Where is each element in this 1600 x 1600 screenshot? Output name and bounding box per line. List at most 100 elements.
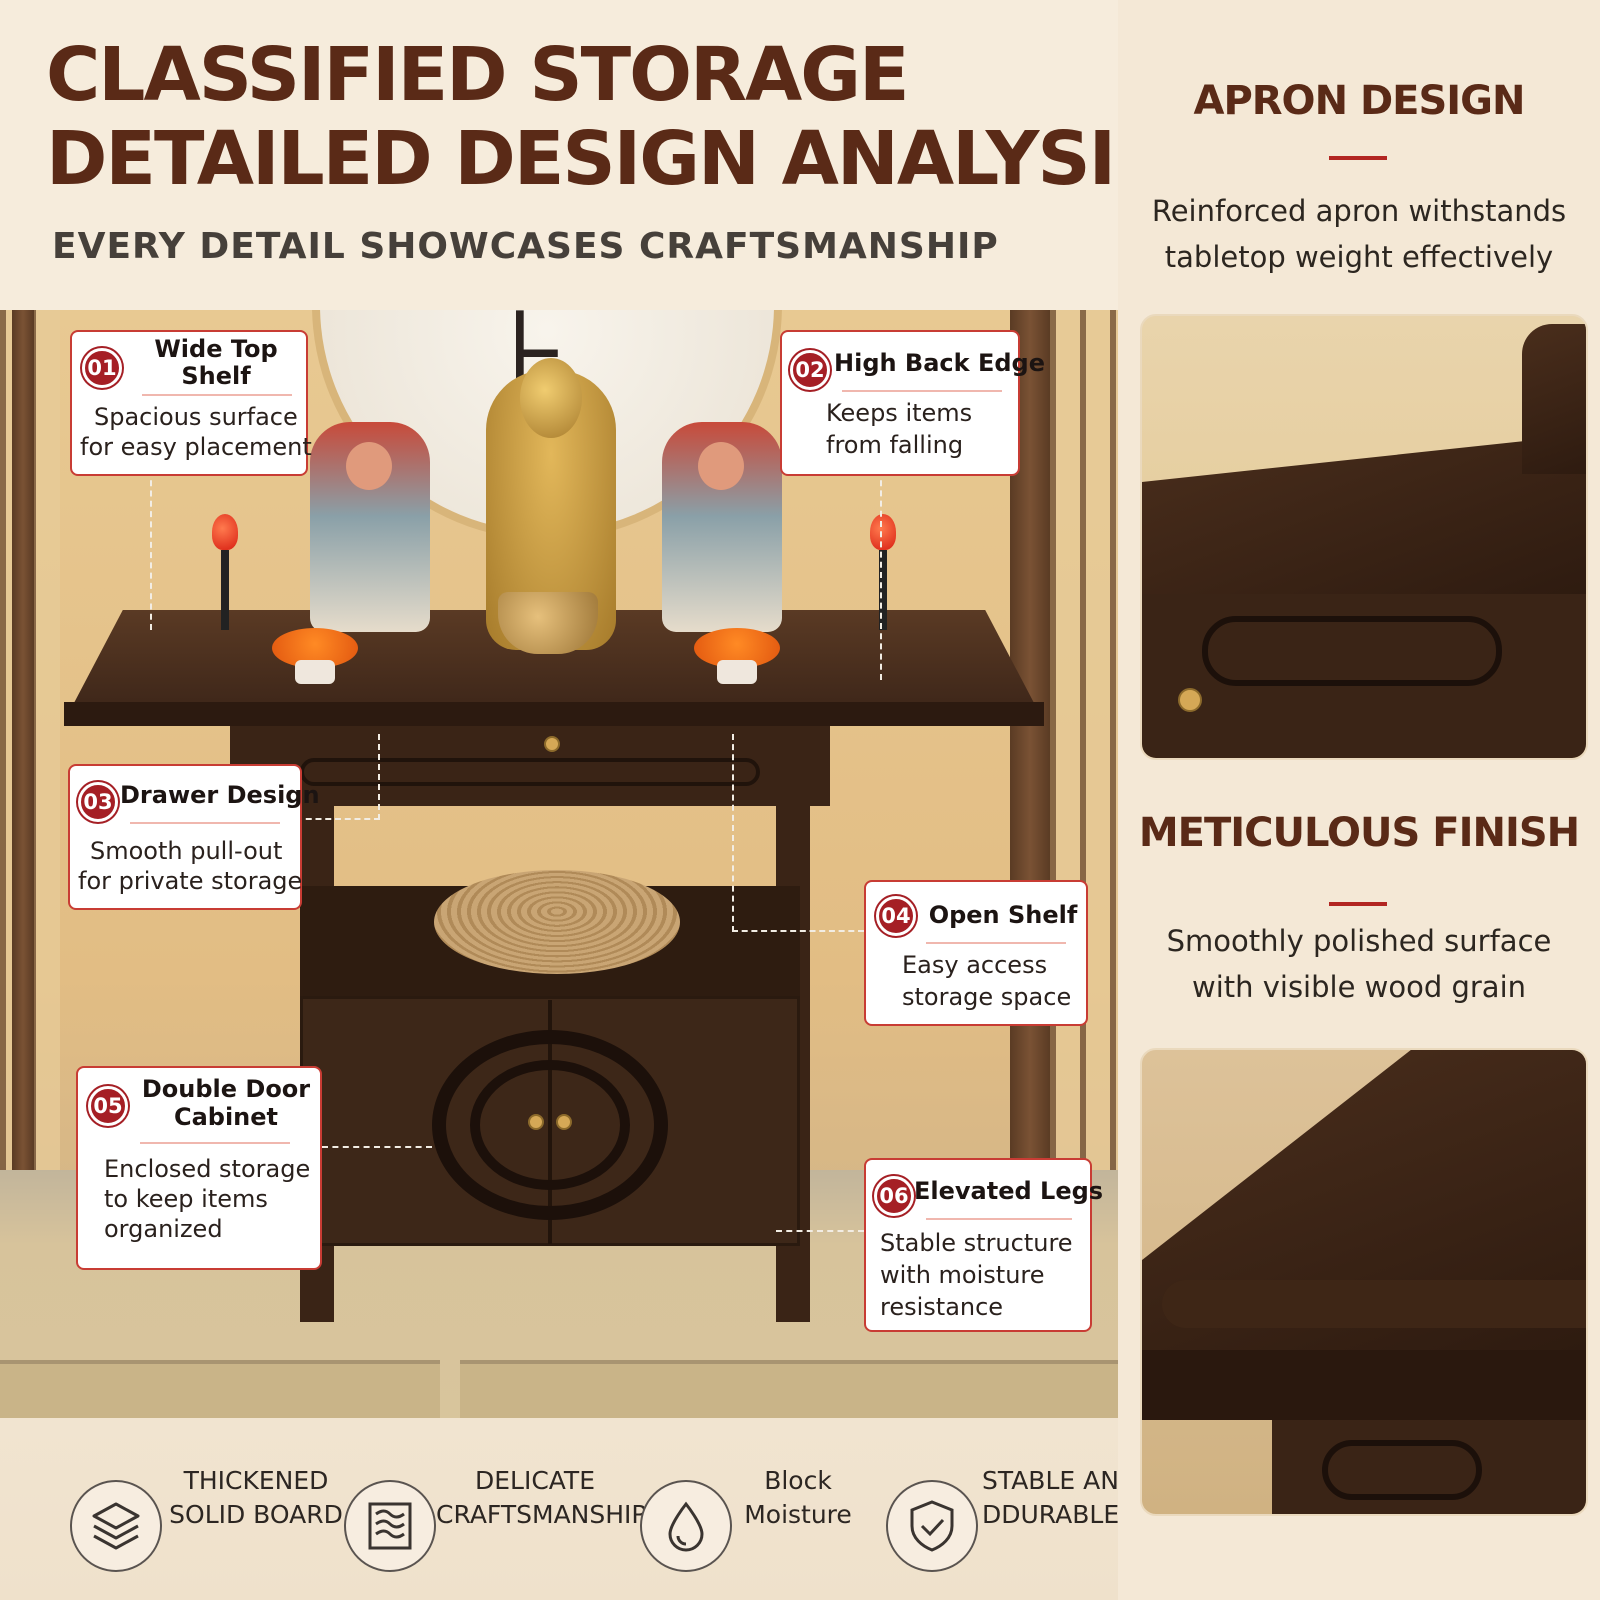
callout-title-line1: Wide Top xyxy=(154,335,278,363)
callout-wide-top-shelf: 01 Wide Top Shelf Spacious surface for e… xyxy=(70,330,312,476)
left-pillar xyxy=(12,310,34,1190)
candle-stand-right xyxy=(879,550,887,630)
leader-line-02 xyxy=(880,470,882,680)
section-rule xyxy=(1329,156,1387,160)
raised-edge xyxy=(1162,1280,1586,1328)
section-title-apron: APRON DESIGN xyxy=(1193,78,1525,124)
right-panel: APRON DESIGN Reinforced apron withstands… xyxy=(1118,0,1600,1600)
candle-left xyxy=(212,514,238,550)
water-drop-icon xyxy=(668,1501,704,1552)
callout-desc-line1: Enclosed storage xyxy=(104,1155,311,1183)
callout-divider xyxy=(130,822,280,824)
callout-number-badge: 01 xyxy=(82,348,122,388)
callout-desc-line2: for easy placement xyxy=(80,433,312,461)
section-desc-line2: with visible wood grain xyxy=(1191,970,1527,1004)
feature-label-line1: DELICATE xyxy=(474,1466,596,1495)
leader-line-03 xyxy=(296,818,380,820)
feature-icon-wrap xyxy=(640,1480,732,1572)
callout-title: Drawer Design xyxy=(120,781,320,809)
callout-title: Elevated Legs xyxy=(914,1177,1104,1205)
fruit-plate-stand-right xyxy=(717,660,757,684)
candle-right xyxy=(870,514,896,550)
features-bar: THICKENED SOLID BOARD DELICATE CRAFTSMAN… xyxy=(0,1418,1120,1600)
feature-label-line1: THICKENED xyxy=(183,1466,329,1495)
callout-double-door-cabinet: 05 Double Door Cabinet Enclosed storage … xyxy=(76,1066,322,1270)
layers-icon xyxy=(92,1502,140,1550)
header: CLASSIFIED STORAGE DETAILED DESIGN ANALY… xyxy=(0,0,1167,310)
callout-number-badge: 03 xyxy=(78,782,118,822)
leader-line-04 xyxy=(732,930,864,932)
callout-title: High Back Edge xyxy=(834,349,1045,377)
callout-desc-line2: to keep items xyxy=(104,1185,268,1213)
feature-label-line1: STABLE AN xyxy=(982,1466,1119,1495)
leader-line-01 xyxy=(150,470,152,630)
callout-title-line1: Double Door xyxy=(141,1075,311,1103)
top-edge xyxy=(1142,1350,1586,1420)
callout-desc-line3: organized xyxy=(104,1215,223,1243)
section-desc-line1: Smoothly polished surface xyxy=(1166,924,1552,958)
callout-title: Open Shelf xyxy=(928,901,1078,929)
section-desc-line1: Reinforced apron withstands xyxy=(1151,194,1567,228)
callout-number-badge: 02 xyxy=(790,350,830,390)
callout-desc-line1: Spacious surface xyxy=(94,403,298,431)
apron-detail-image xyxy=(1140,314,1588,760)
callout-elevated-legs: 06 Elevated Legs Stable structure with m… xyxy=(864,1158,1104,1332)
callout-open-shelf: 04 Open Shelf Easy access storage space xyxy=(864,880,1088,1026)
callout-divider xyxy=(926,1218,1072,1220)
callout-desc-line1: Stable structure xyxy=(880,1229,1073,1257)
candle-stand-left xyxy=(221,550,229,630)
page-title-line2: DETAILED DESIGN ANALYSIS xyxy=(46,116,1167,202)
page-subtitle: EVERY DETAIL SHOWCASES CRAFTSMANSHIP xyxy=(52,226,999,267)
section-title-finish: METICULOUS FINISH xyxy=(1138,810,1580,856)
feature-icon-wrap xyxy=(344,1480,436,1572)
straw-cushion xyxy=(434,870,680,974)
feature-icon-wrap xyxy=(886,1480,978,1572)
door-knob-left xyxy=(528,1114,544,1130)
floor-tatami xyxy=(460,1360,1118,1418)
section-desc-line2: tabletop weight effectively xyxy=(1164,240,1554,274)
callout-divider xyxy=(140,1142,290,1144)
callout-desc-line1: Easy access xyxy=(902,951,1048,979)
callout-desc-line3: resistance xyxy=(880,1293,1004,1321)
corner-carving xyxy=(1322,1440,1482,1500)
callout-divider xyxy=(926,942,1066,944)
drawer-knob xyxy=(1178,688,1202,712)
table-apron xyxy=(230,722,830,806)
floor-tatami xyxy=(0,1360,440,1418)
callout-number-badge: 04 xyxy=(876,896,916,936)
feature-label-line1: Block xyxy=(764,1466,832,1495)
callout-high-back-edge: 02 High Back Edge Keeps items from falli… xyxy=(780,330,1045,476)
apron-carving xyxy=(1202,616,1502,686)
incense-censer xyxy=(498,592,598,654)
right-lattice-screen xyxy=(1050,310,1118,1190)
callout-desc-line1: Keeps items xyxy=(826,399,973,427)
callout-title-line2: Cabinet xyxy=(173,1103,279,1131)
callout-desc-line2: for private storage xyxy=(78,867,303,895)
feature-icon-wrap xyxy=(70,1480,162,1572)
feature-label-line2: DDURABLE xyxy=(982,1500,1120,1529)
fruit-plate-stand-left xyxy=(295,660,335,684)
callout-desc-line2: from falling xyxy=(826,431,964,459)
wood-grain-icon xyxy=(368,1502,412,1550)
tabletop-edge xyxy=(64,702,1044,726)
finish-detail-image xyxy=(1140,1048,1588,1516)
callout-desc-line2: storage space xyxy=(902,983,1072,1011)
apron-carving xyxy=(300,758,760,786)
door-knob-right xyxy=(556,1114,572,1130)
callout-number-badge: 05 xyxy=(88,1086,128,1126)
deity-face-right xyxy=(698,442,744,490)
carved-medallion-inner xyxy=(470,1060,630,1190)
drawer-knob xyxy=(544,736,560,752)
callout-drawer-design: 03 Drawer Design Smooth pull-out for pri… xyxy=(68,764,320,910)
feature-label-line2: SOLID BOARD xyxy=(169,1500,343,1529)
buddha-head xyxy=(520,358,582,438)
callout-title-line2: Shelf xyxy=(181,362,251,390)
leader-line-04b xyxy=(732,734,734,932)
feature-label-line2: CRAFTSMANSHIP xyxy=(436,1500,647,1529)
shield-check-icon xyxy=(910,1500,954,1552)
leader-line-06 xyxy=(776,1230,864,1232)
callout-desc-line2: with moisture xyxy=(880,1261,1045,1289)
callout-divider xyxy=(142,394,292,396)
leader-line-05 xyxy=(322,1146,432,1148)
callout-desc-line1: Smooth pull-out xyxy=(90,837,283,865)
